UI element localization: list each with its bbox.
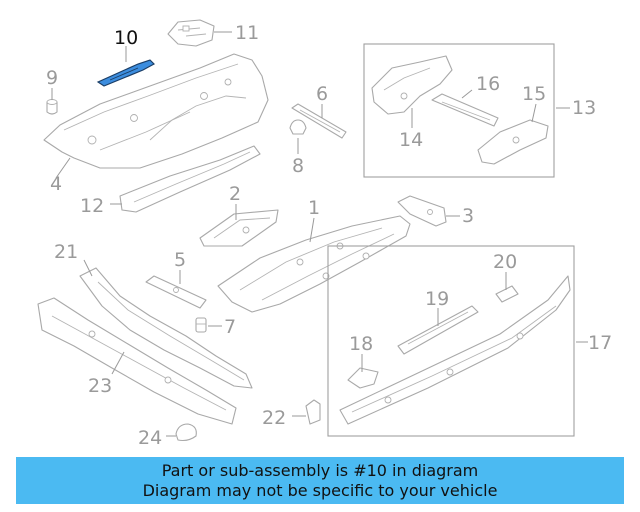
callout-20[interactable]: 20 — [493, 251, 517, 273]
callout-13[interactable]: 13 — [572, 97, 596, 119]
leader-lines — [51, 31, 588, 437]
part-20[interactable] — [495, 285, 519, 303]
callout-12[interactable]: 12 — [80, 195, 104, 217]
part-9[interactable] — [46, 99, 58, 115]
part-8[interactable] — [289, 119, 307, 135]
part-22[interactable] — [305, 399, 321, 425]
callout-6[interactable]: 6 — [316, 83, 328, 105]
part-17-sill[interactable] — [339, 275, 571, 425]
callout-4[interactable]: 4 — [50, 173, 62, 195]
part-23[interactable] — [37, 297, 237, 425]
part-1[interactable] — [217, 215, 411, 313]
callout-2[interactable]: 2 — [229, 183, 241, 205]
callout-8[interactable]: 8 — [292, 155, 304, 177]
callout-19[interactable]: 19 — [425, 288, 449, 310]
callout-16[interactable]: 16 — [476, 73, 500, 95]
part-10[interactable] — [96, 59, 155, 87]
callout-24[interactable]: 24 — [138, 427, 162, 449]
part-16[interactable] — [431, 93, 499, 127]
part-5[interactable] — [145, 275, 207, 309]
callout-7[interactable]: 7 — [224, 316, 236, 338]
part-19[interactable] — [397, 305, 479, 355]
banner-line-1: Part or sub-assembly is #10 in diagram — [161, 460, 479, 480]
part-3[interactable] — [397, 195, 447, 227]
part-11[interactable] — [167, 19, 215, 47]
callout-17[interactable]: 17 — [588, 332, 612, 354]
part-21[interactable] — [79, 267, 253, 389]
callout-23[interactable]: 23 — [88, 375, 112, 397]
part-18[interactable] — [347, 367, 379, 389]
callout-1[interactable]: 1 — [308, 197, 320, 219]
part-4[interactable] — [43, 53, 269, 169]
part-24[interactable] — [175, 423, 197, 442]
part-15[interactable] — [477, 119, 549, 165]
group-box-17 — [327, 245, 575, 437]
callout-15[interactable]: 15 — [522, 83, 546, 105]
part-2[interactable] — [199, 209, 279, 247]
callout-11[interactable]: 11 — [235, 22, 259, 44]
callout-22[interactable]: 22 — [262, 407, 286, 429]
callout-3[interactable]: 3 — [462, 205, 474, 227]
parts-diagram: 10 11 9 6 8 4 12 2 1 3 5 7 21 23 24 22 1… — [37, 19, 612, 449]
callout-18[interactable]: 18 — [349, 333, 373, 355]
callout-21[interactable]: 21 — [54, 241, 78, 263]
group-box-13 — [363, 43, 555, 178]
callout-5[interactable]: 5 — [174, 249, 186, 271]
info-banner: Part or sub-assembly is #10 in diagram D… — [16, 457, 624, 504]
part-14[interactable] — [371, 55, 453, 115]
part-6[interactable] — [291, 103, 347, 139]
banner-line-2: Diagram may not be specific to your vehi… — [142, 480, 498, 500]
callout-9[interactable]: 9 — [46, 67, 58, 89]
callout-labels: 10 11 9 6 8 4 12 2 1 3 5 7 21 23 24 22 1… — [46, 22, 612, 449]
callout-14[interactable]: 14 — [399, 129, 423, 151]
part-12[interactable] — [119, 145, 261, 213]
callout-10[interactable]: 10 — [114, 27, 138, 49]
part-7[interactable] — [195, 317, 207, 333]
